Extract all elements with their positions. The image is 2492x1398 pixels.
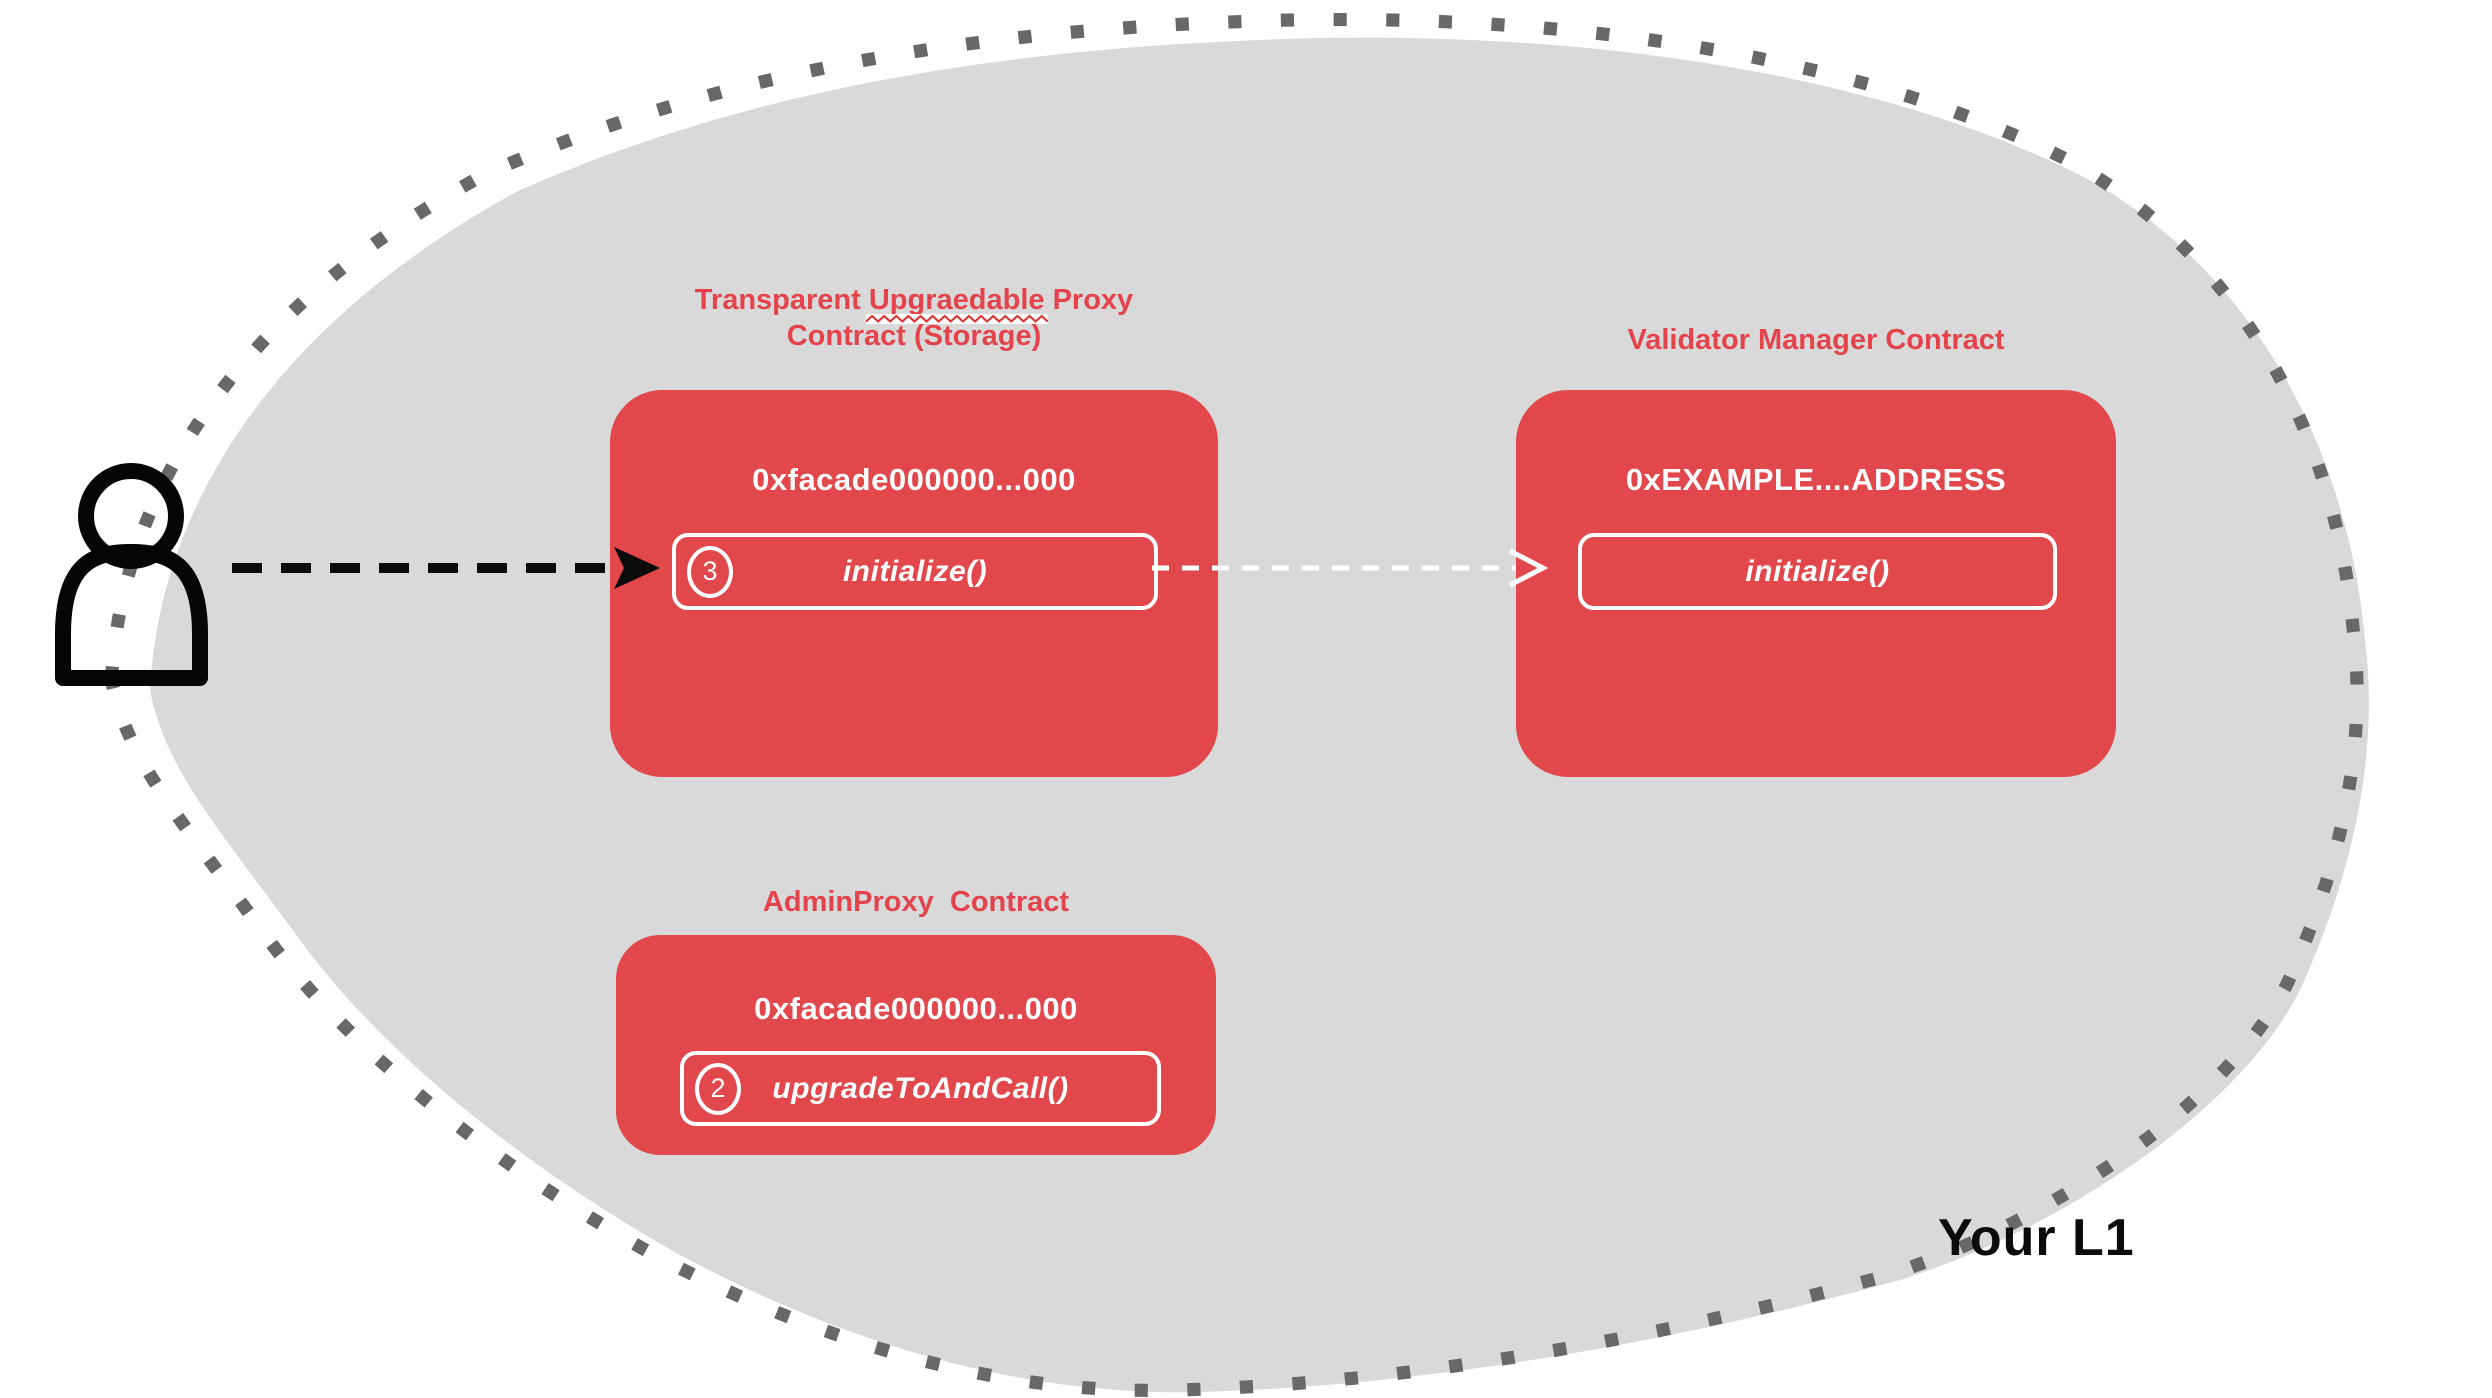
validator-initialize-button: initialize() xyxy=(1578,533,2057,610)
step-2-badge: 2 xyxy=(695,1062,741,1115)
proxy-title-line1: Transparent Upgraedable Proxy xyxy=(610,282,1218,324)
your-l1-label: Your L1 xyxy=(1938,1209,2135,1267)
admin-proxy-box: 0xfacade000000...000 2 upgradeToAndCall(… xyxy=(616,935,1216,1155)
validator-manager-box: 0xEXAMPLE....ADDRESS initialize() xyxy=(1516,390,2116,777)
validator-initialize-label: initialize() xyxy=(1745,554,1890,588)
proxy-contract-box: 0xfacade000000...000 3 initialize() xyxy=(610,390,1218,777)
proxy-initialize-button: 3 initialize() xyxy=(672,533,1158,610)
validator-manager-address: 0xEXAMPLE....ADDRESS xyxy=(1625,462,2007,497)
user-head-icon xyxy=(78,463,184,569)
proxy-box-title: Transparent Upgraedable Proxy Contract (… xyxy=(610,282,1218,354)
upgrade-to-and-call-button: 2 upgradeToAndCall() xyxy=(680,1051,1161,1126)
spellcheck-squiggle-icon xyxy=(865,314,1048,324)
admin-proxy-address: 0xfacade000000...000 xyxy=(754,991,1078,1026)
user-call-arrow xyxy=(232,547,660,589)
step-3-badge: 3 xyxy=(687,545,733,598)
proxy-initialize-label: initialize() xyxy=(842,554,988,588)
validator-box-title: Validator Manager Contract xyxy=(1627,324,2005,356)
user-body-icon xyxy=(55,544,208,686)
admin-box-title: AdminProxy Contract xyxy=(762,886,1070,918)
upgrade-to-and-call-label: upgradeToAndCall() xyxy=(772,1071,1069,1105)
proxy-contract-address: 0xfacade000000...000 xyxy=(752,462,1076,497)
misspelled-word: Upgraedable xyxy=(865,282,1048,324)
